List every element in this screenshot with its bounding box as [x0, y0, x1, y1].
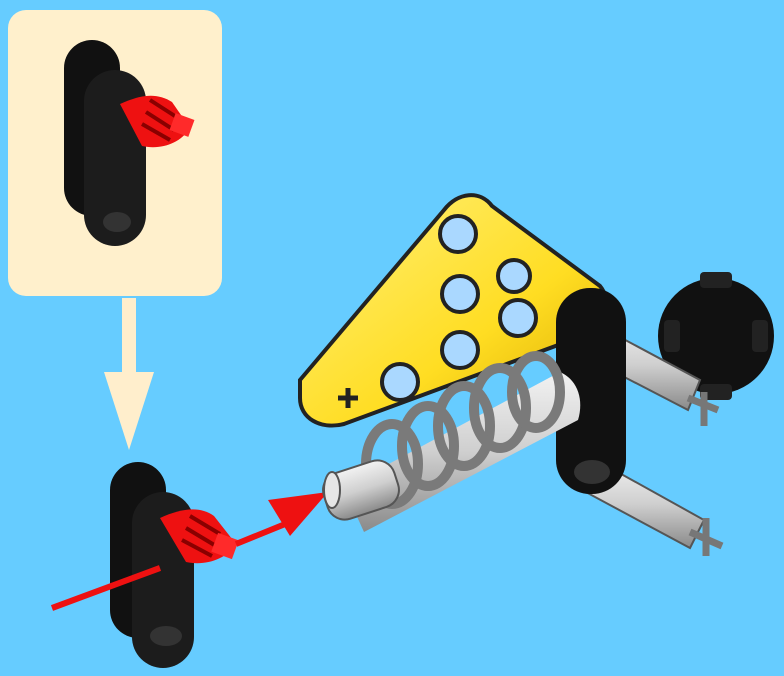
instruction-step-scene [0, 0, 784, 676]
instruction-illustration [0, 0, 784, 676]
